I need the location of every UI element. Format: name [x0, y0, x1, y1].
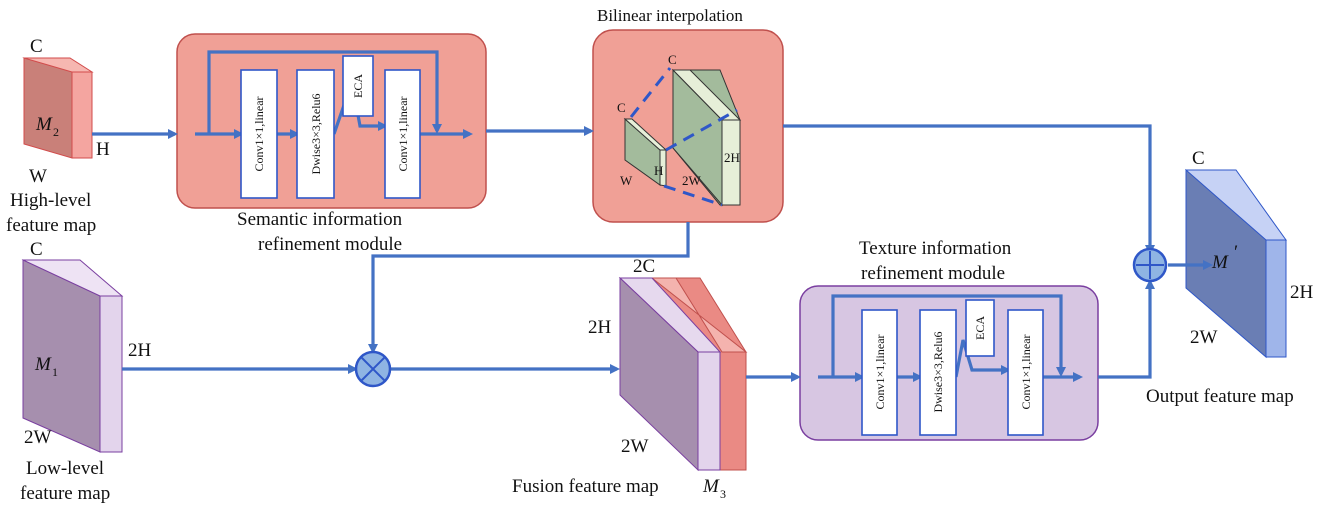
output-c-label: C	[1192, 148, 1205, 169]
fusion-c-label: 2C	[633, 256, 655, 277]
output-map-prime: ′	[1234, 242, 1238, 263]
semantic-conv1-label: Conv1×1,linear	[252, 96, 266, 171]
bilinear-small-h: H	[654, 163, 663, 178]
output-h-label: 2H	[1290, 282, 1314, 303]
texture-dwise-label: Dwise3×3,Relu6	[931, 331, 945, 412]
high-map-name: M	[35, 114, 53, 135]
high-map-w-label: W	[29, 166, 47, 187]
high-map-caption-1: High-level	[10, 190, 91, 211]
bilinear-small-c: C	[617, 100, 626, 115]
high-level-feature-map: M 2 C H W High-level feature map	[6, 36, 110, 236]
output-w-label: 2W	[1190, 327, 1218, 348]
semantic-caption-2: refinement module	[258, 234, 402, 255]
output-feature-map: M ′ C 2H 2W Output feature map	[1146, 148, 1314, 407]
texture-eca-block	[965, 299, 995, 357]
semantic-conv2-block	[384, 69, 421, 199]
fusion-caption: Fusion feature map	[512, 476, 659, 497]
low-map-subscript: 1	[52, 365, 58, 379]
low-map-caption-1: Low-level	[26, 458, 104, 479]
output-map-name: M	[1211, 252, 1229, 273]
bilinear-big-w: 2W	[682, 173, 702, 188]
texture-caption-2: refinement module	[861, 263, 1005, 284]
low-map-h-label: 2H	[128, 340, 152, 361]
high-map-caption-2: feature map	[6, 215, 96, 236]
texture-dwise-block	[919, 309, 957, 436]
texture-conv2-label: Conv1×1,linear	[1019, 334, 1033, 409]
semantic-conv1-block	[240, 69, 278, 199]
flow-connections	[92, 124, 1213, 382]
bilinear-small-w: W	[620, 173, 633, 188]
high-map-h-label: H	[96, 139, 110, 160]
bilinear-big-h: 2H	[724, 150, 740, 165]
fusion-feature-map: 2C 2H 2W Fusion feature map M 3	[512, 256, 748, 501]
fusion-map-name: M	[702, 476, 720, 497]
semantic-dwise-block	[296, 69, 335, 199]
bilinear-big-c: C	[668, 52, 677, 67]
low-map-caption-2: feature map	[20, 483, 110, 504]
texture-conv1-block	[861, 309, 898, 436]
texture-conv2-block	[1007, 309, 1044, 436]
add-node	[1132, 247, 1168, 283]
low-map-w-label: 2W	[24, 427, 52, 448]
bilinear-interpolation-module: Bilinear interpolation C H W C 2H 2W	[592, 6, 784, 223]
high-map-c-label: C	[30, 36, 43, 57]
fusion-map-subscript: 3	[720, 487, 726, 501]
semantic-caption-1: Semantic information	[237, 209, 403, 230]
texture-refinement-module: Conv1×1,linear Dwise3×3,Relu6 ECA Conv1×…	[799, 238, 1099, 441]
multiply-node	[354, 350, 392, 388]
high-map-subscript: 2	[53, 125, 59, 139]
semantic-refinement-module: Conv1×1,linear Dwise3×3,Relu6 ECA Conv1×…	[176, 33, 487, 255]
texture-eca-label: ECA	[973, 316, 987, 340]
semantic-eca-block	[342, 55, 374, 117]
low-map-name: M	[34, 354, 52, 375]
texture-conv1-label: Conv1×1,linear	[873, 334, 887, 409]
fusion-w-label: 2W	[621, 436, 649, 457]
low-map-c-label: C	[30, 239, 43, 260]
semantic-conv2-label: Conv1×1,linear	[396, 96, 410, 171]
semantic-eca-label: ECA	[351, 74, 365, 98]
bilinear-title: Bilinear interpolation	[597, 6, 743, 25]
low-level-feature-map: M 1 C 2H 2W Low-level feature map	[20, 239, 152, 504]
semantic-dwise-label: Dwise3×3,Relu6	[309, 93, 323, 174]
texture-caption-1: Texture information	[859, 238, 1012, 259]
fusion-h-label: 2H	[588, 317, 612, 338]
output-caption: Output feature map	[1146, 386, 1294, 407]
